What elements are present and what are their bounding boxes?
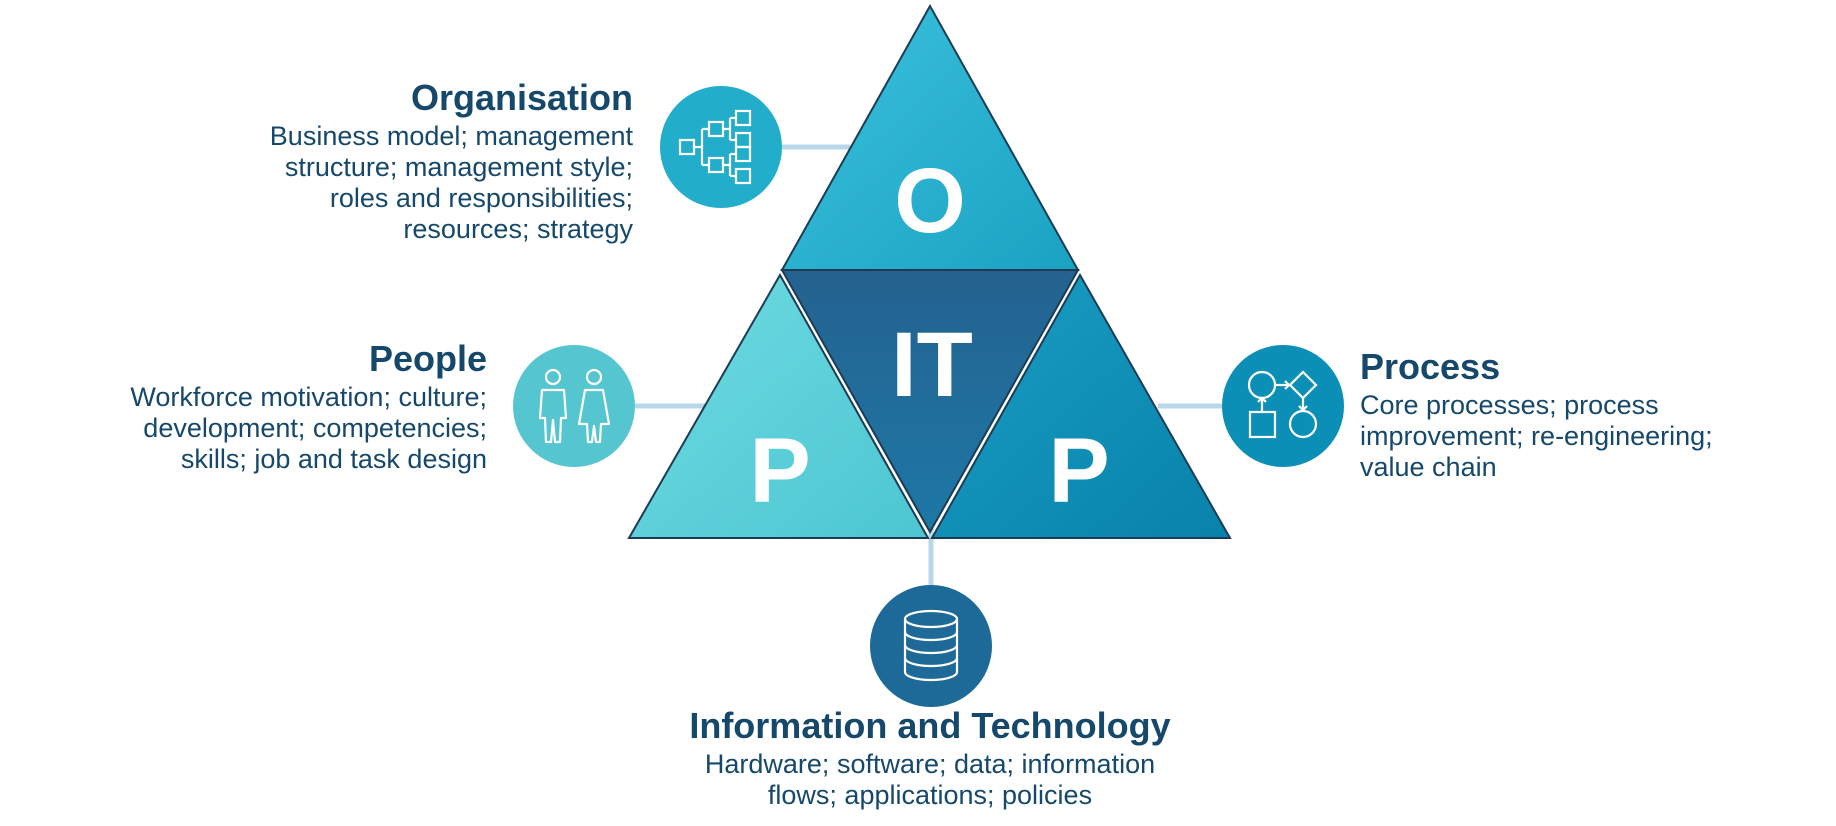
- org-chart-icon: [678, 109, 752, 185]
- it-letter: IT: [891, 314, 973, 416]
- database-icon: [903, 609, 959, 682]
- organisation-line-3: roles and responsibilities;: [329, 183, 633, 213]
- process-flow-icon: [1247, 370, 1318, 439]
- process-block: Process Core processes; process improvem…: [1360, 346, 1820, 483]
- organisation-circle: [660, 86, 782, 208]
- process-line-3: value chain: [1360, 452, 1497, 482]
- people-letter: P: [749, 420, 810, 522]
- people-title: People: [368, 338, 487, 379]
- information-technology-title: Information and Technology: [689, 705, 1171, 746]
- organisation-line-1: Business model; management: [269, 121, 633, 151]
- process-title: Process: [1360, 346, 1501, 387]
- information-technology-line-1: Hardware; software; data; information: [704, 749, 1156, 779]
- people-line-2: development; competencies;: [143, 413, 487, 443]
- organisation-title: Organisation: [410, 77, 633, 118]
- process-circle: [1222, 345, 1344, 467]
- it-circle: [870, 585, 992, 707]
- people-icon: [538, 368, 611, 444]
- organisation-line-2: structure; management style;: [284, 152, 633, 182]
- process-triangle: [930, 272, 1232, 539]
- information-technology-block: Information and Technology Hardware; sof…: [600, 705, 1260, 811]
- people-line-3: skills; job and task design: [180, 444, 487, 474]
- it-triangle: [780, 269, 1080, 535]
- organisation-line-4: resources; strategy: [403, 214, 633, 244]
- people-block: People Workforce motivation; culture; de…: [40, 338, 487, 475]
- information-technology-line-2: flows; applications; policies: [767, 780, 1093, 810]
- organisation-letter: O: [894, 150, 966, 252]
- process-line-2: improvement; re-engineering;: [1360, 421, 1713, 451]
- people-circle: [513, 345, 635, 467]
- process-letter: P: [1048, 420, 1109, 522]
- people-triangle: [627, 272, 930, 539]
- people-line-1: Workforce motivation; culture;: [130, 382, 487, 412]
- organisation-block: Organisation Business model; management …: [120, 77, 633, 245]
- process-line-1: Core processes; process: [1360, 390, 1659, 420]
